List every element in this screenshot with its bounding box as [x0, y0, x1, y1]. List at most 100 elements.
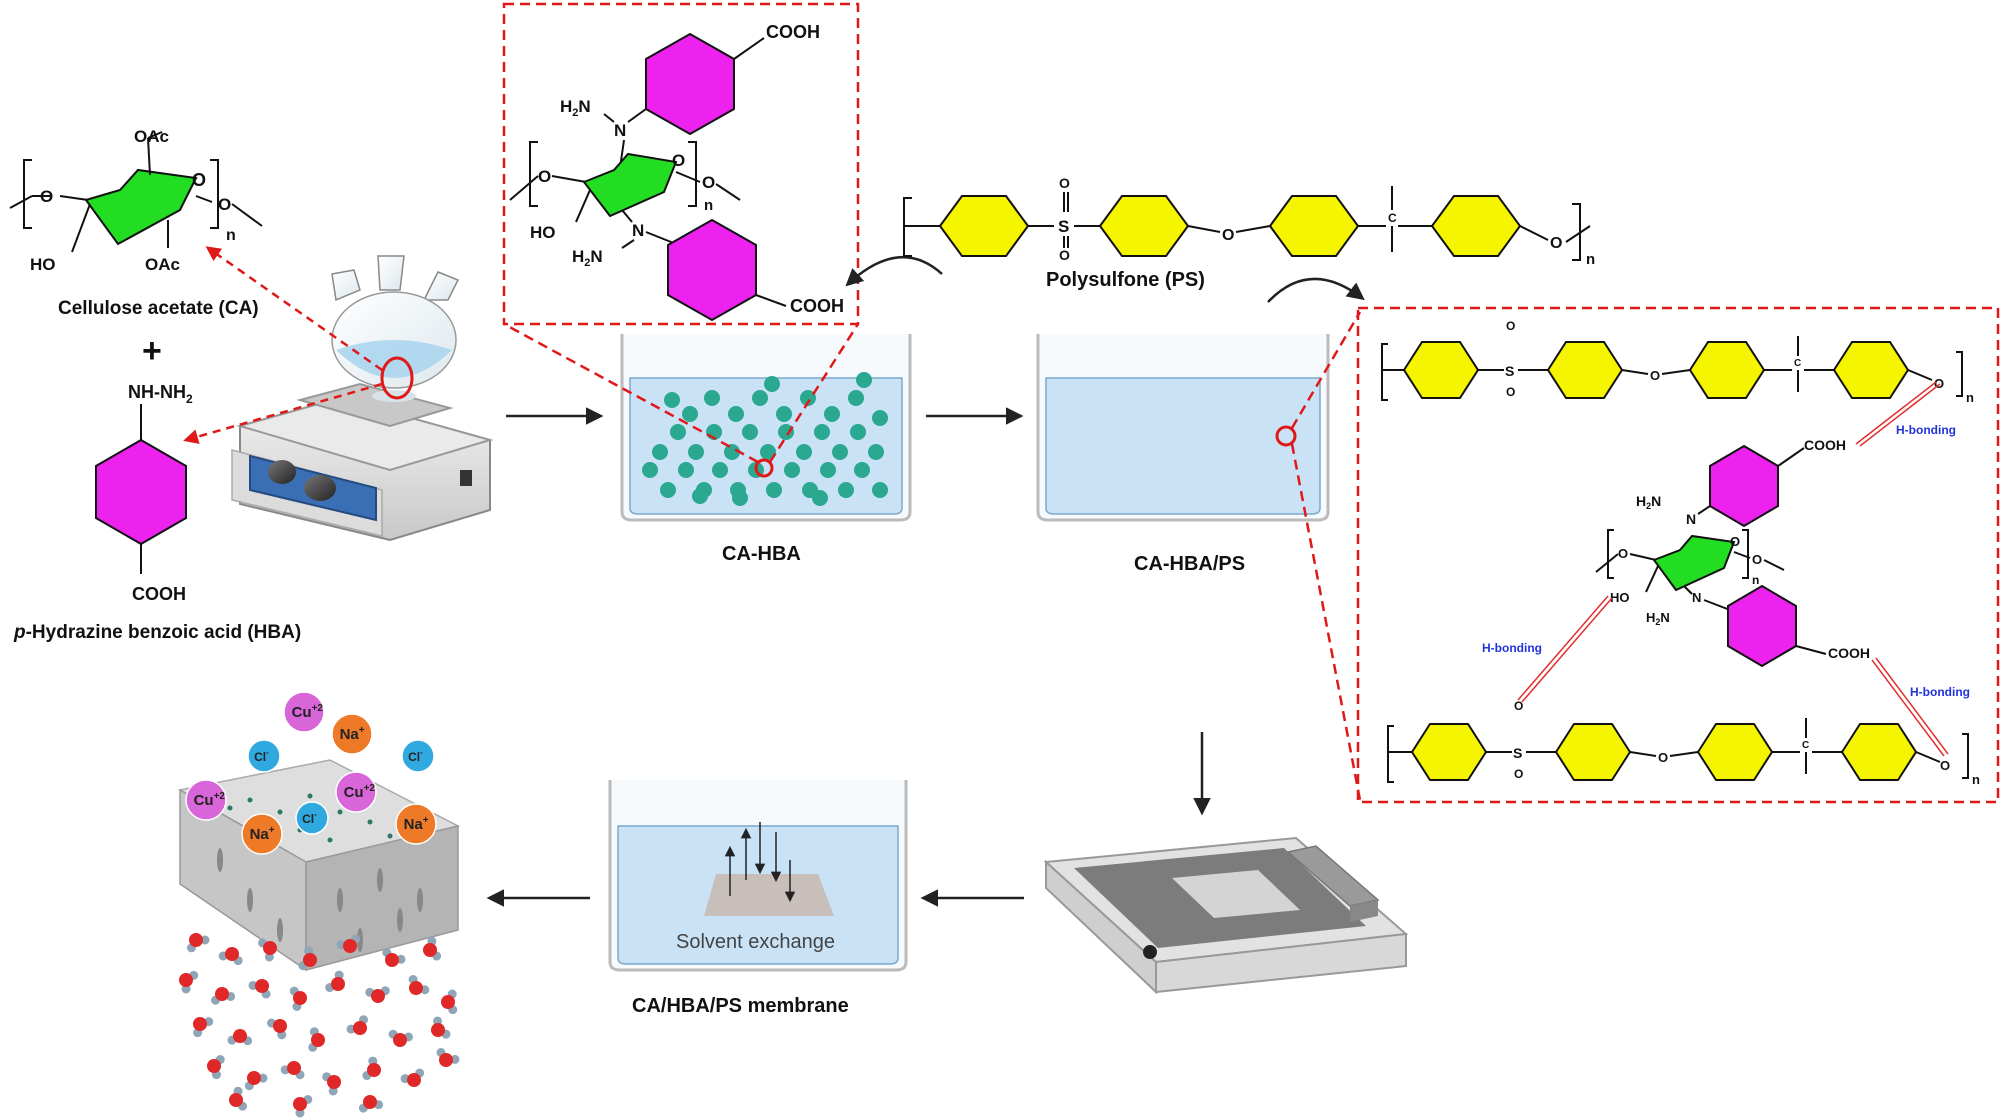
ps-ether-o-2: O	[1550, 235, 1562, 252]
ps-s-atom: S	[1058, 217, 1069, 236]
hbond-label-1: H-bonding	[1896, 423, 1956, 437]
composite-ps-chain-top: S O O O C O n	[1381, 319, 1974, 405]
ca-repeat-n: n	[226, 227, 236, 244]
caption-ca-hba-ps: CA-HBA/PS	[1134, 553, 1245, 575]
water-molecule	[179, 970, 199, 994]
svg-text:Cu+2: Cu+2	[344, 783, 376, 801]
three-neck-flask-icon	[331, 255, 460, 402]
water-molecule	[436, 1048, 460, 1067]
polysulfone-structure: S O O O C O n	[903, 175, 1595, 268]
water-molecule	[336, 934, 361, 953]
hot-plate-stirrer-icon	[231, 382, 494, 542]
water-molecule	[322, 1072, 341, 1096]
flask-zoom-circle	[380, 356, 414, 400]
water-molecule	[289, 986, 307, 1011]
ps-bottom-ether-o2: O	[1940, 758, 1950, 773]
water-molecule	[186, 933, 210, 953]
svg-text:Cl-: Cl-	[408, 748, 423, 764]
cl-ion: Cl-	[295, 801, 329, 835]
ps-top-s: S	[1505, 363, 1514, 379]
water-molecule	[308, 1027, 325, 1052]
ca-hba-structure-box	[502, 2, 860, 326]
membrane-pore	[367, 819, 373, 825]
ca-hba-n-bottom: N	[632, 221, 644, 240]
hba-cooh: COOH	[132, 584, 186, 604]
svg-text:Cl-: Cl-	[302, 810, 317, 826]
water-molecule	[210, 987, 236, 1005]
water-molecule	[382, 948, 406, 967]
ca-hba-h2n-top: H2N	[560, 97, 591, 119]
water-molecule	[441, 989, 458, 1015]
ca-hba-particle	[712, 462, 728, 478]
ca-hba-particle	[820, 462, 836, 478]
composite-n-top: N	[1686, 511, 1696, 527]
cl-ion: Cl-	[401, 739, 435, 773]
membrane-pore	[247, 797, 253, 803]
water-molecule	[293, 1095, 313, 1118]
hba-structure: NH-NH2 COOH	[95, 382, 193, 604]
ca-hba-particle	[664, 392, 680, 408]
zoom-line-upper	[1290, 311, 1362, 429]
composite-cooh-bottom: COOH	[1828, 645, 1870, 661]
ca-hba-particle	[778, 424, 794, 440]
ca-hba-particle	[856, 372, 872, 388]
ca-hba-particle	[868, 444, 884, 460]
caption-membrane: CA/HBA/PS membrane	[632, 995, 849, 1017]
composite-n-repeat: n	[1752, 573, 1759, 587]
membrane-pores	[217, 787, 423, 952]
ca-hba-particle	[812, 490, 828, 506]
ca-hba-n-top: N	[614, 121, 626, 140]
water-molecule	[298, 946, 317, 971]
ca-hba-particle	[872, 482, 888, 498]
composite-ring-o: O	[1730, 534, 1740, 549]
ca-hba-o-right: O	[702, 173, 715, 192]
hydrogen-bonds	[1517, 381, 1949, 757]
caption-polysulfone: Polysulfone (PS)	[1046, 269, 1205, 291]
ca-hba-particle	[764, 376, 780, 392]
ca-hba-particle	[692, 488, 708, 504]
curved-arrow-to-composite	[1267, 277, 1365, 303]
caption-cellulose-acetate: Cellulose acetate (CA)	[58, 298, 259, 319]
ca-hba-ring-o: O	[672, 151, 685, 170]
water-molecule	[258, 938, 277, 962]
ca-hba-particles	[642, 372, 888, 506]
water-molecule	[358, 1095, 384, 1113]
solvent-exchange-beaker-icon	[608, 780, 908, 972]
ca-hba-particle	[850, 424, 866, 440]
composite-ca-hba: COOH N H2N O O O n HO N H2N COOH	[1595, 437, 1870, 668]
water-molecule	[408, 974, 430, 995]
hot-plate-knob-right	[304, 475, 336, 501]
ca-hba-particle	[652, 444, 668, 460]
membrane-pore	[277, 809, 283, 815]
hba-nh-nh2: NH-NH2	[128, 382, 193, 406]
ps-bottom-ether-o1: O	[1658, 750, 1668, 765]
water-molecule	[229, 1086, 248, 1111]
ca-hba-particle	[682, 406, 698, 422]
solvent-exchange-label: Solvent exchange	[676, 931, 835, 953]
beaker-zoom-circle	[754, 458, 774, 478]
composite-ps-chain-bottom: S O O O C O n	[1387, 699, 1980, 787]
membrane-pore	[357, 928, 363, 952]
composite-structure-box	[1356, 306, 2000, 804]
svg-text:Na+: Na+	[340, 725, 365, 743]
svg-text:Cl-: Cl-	[254, 748, 269, 764]
ps-ether-o-1: O	[1222, 227, 1234, 244]
red-arrow-to-hba	[183, 382, 383, 444]
water-molecule	[423, 936, 442, 961]
ps-bottom-c: C	[1802, 740, 1809, 751]
water-molecule	[280, 1061, 305, 1080]
ps-top-ether-o1: O	[1650, 368, 1660, 383]
ca-hba-particle	[848, 390, 864, 406]
ps-top-ether-o2: O	[1934, 376, 1944, 391]
svg-text:Cu+2: Cu+2	[194, 791, 226, 809]
water-molecules-icon	[179, 933, 460, 1118]
ps-bottom-n: n	[1972, 772, 1980, 787]
ca-hba-ho: HO	[530, 223, 556, 242]
composite-h2n-top: H2N	[1636, 493, 1661, 511]
film-casting-machine-icon	[1043, 836, 1409, 995]
composite-ho: HO	[1610, 590, 1630, 605]
composite-o-right: O	[1752, 552, 1762, 567]
cellulose-acetate-structure: O O OAc O HO OAc n	[9, 127, 263, 274]
cu-ion: Cu+2	[283, 691, 325, 733]
ps-bottom-s-o2: O	[1514, 767, 1523, 781]
